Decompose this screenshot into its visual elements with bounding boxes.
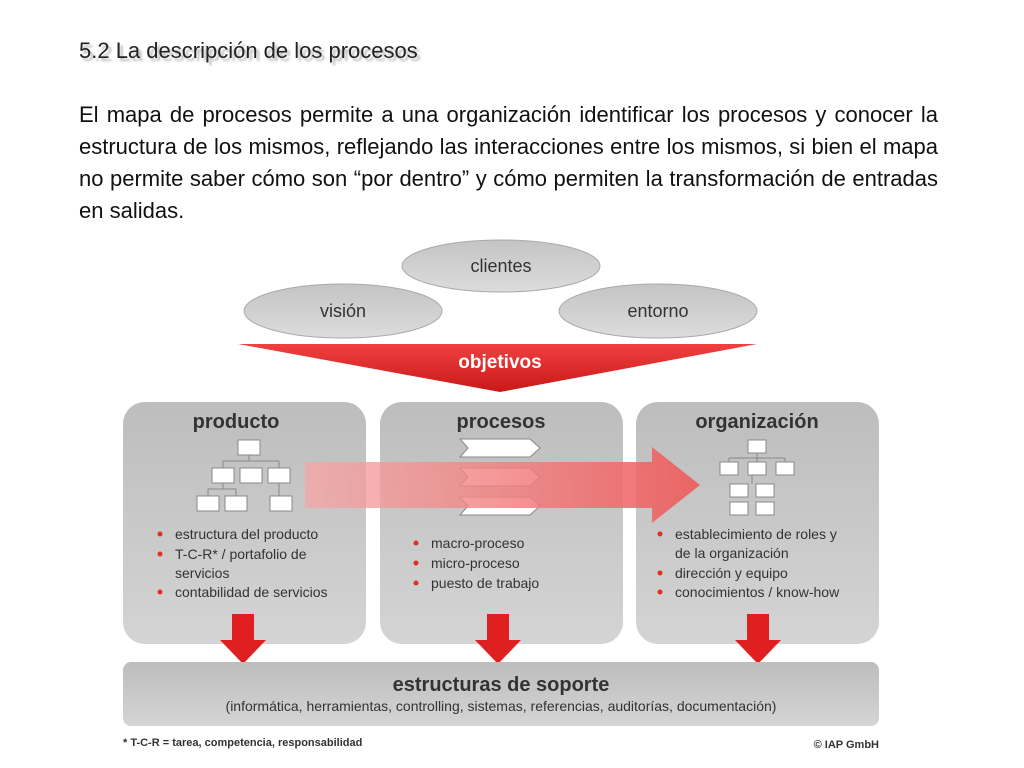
ellipse-vision: visión [243, 283, 443, 339]
box-organizacion: organización establecimiento de roles y … [636, 402, 879, 644]
bullet-text: servicios [175, 565, 229, 581]
objetivos-banner: objetivos [238, 344, 757, 392]
procesos-bullets: macro-proceso micro-proceso puesto de tr… [413, 535, 539, 591]
box-procesos-title: procesos [457, 411, 546, 433]
org-structure-icon [719, 439, 795, 516]
org-chart-icon [196, 439, 293, 512]
box-procesos: procesos macro-proceso micro-proceso pue… [380, 402, 623, 644]
ellipse-entorno-label: entorno [627, 301, 688, 321]
support-title: estructuras de soporte [393, 674, 610, 696]
bullet-text: macro-proceso [431, 535, 525, 551]
bullet-text: de la organización [675, 545, 789, 561]
section-heading: 5.2 La descripción de los procesos [79, 38, 418, 63]
bullet-text: micro-proceso [431, 555, 520, 571]
objetivos-label: objetivos [458, 352, 541, 373]
bullet-text: contabilidad de servicios [175, 584, 328, 600]
ellipse-clientes: clientes [401, 239, 601, 293]
intro-paragraph: El mapa de procesos permite a una organi… [79, 102, 938, 223]
box-producto-title: producto [193, 411, 280, 433]
footnote: * T-C-R = tarea, competencia, responsabi… [123, 737, 362, 749]
down-arrow-procesos [475, 614, 521, 664]
bullet-text: dirección y equipo [675, 565, 788, 581]
box-organizacion-title: organización [695, 411, 818, 433]
down-arrow-organizacion [735, 614, 781, 664]
ellipse-vision-label: visión [320, 301, 366, 321]
bullet-text: estructura del producto [175, 526, 318, 542]
bullet-text: establecimiento de roles y [675, 526, 837, 542]
producto-bullets: estructura del producto T-C-R* / portafo… [157, 526, 328, 600]
bullet-text: T-C-R* / portafolio de [175, 546, 307, 562]
ellipse-entorno: entorno [558, 283, 758, 339]
box-producto: producto estructura del producto T-C-R* … [123, 402, 366, 644]
support-subtitle: (informática, herramientas, controlling,… [226, 698, 777, 714]
down-arrow-producto [220, 614, 266, 664]
copyright: © IAP GmbH [814, 739, 879, 751]
bullet-text: puesto de trabajo [431, 575, 539, 591]
ellipse-clientes-label: clientes [470, 256, 531, 276]
organizacion-bullets: establecimiento de roles y de la organiz… [657, 526, 840, 600]
support-structures-bar: estructuras de soporte (informática, her… [123, 662, 879, 726]
flow-arrow [305, 447, 700, 523]
bullet-text: conocimientos / know-how [675, 584, 840, 600]
